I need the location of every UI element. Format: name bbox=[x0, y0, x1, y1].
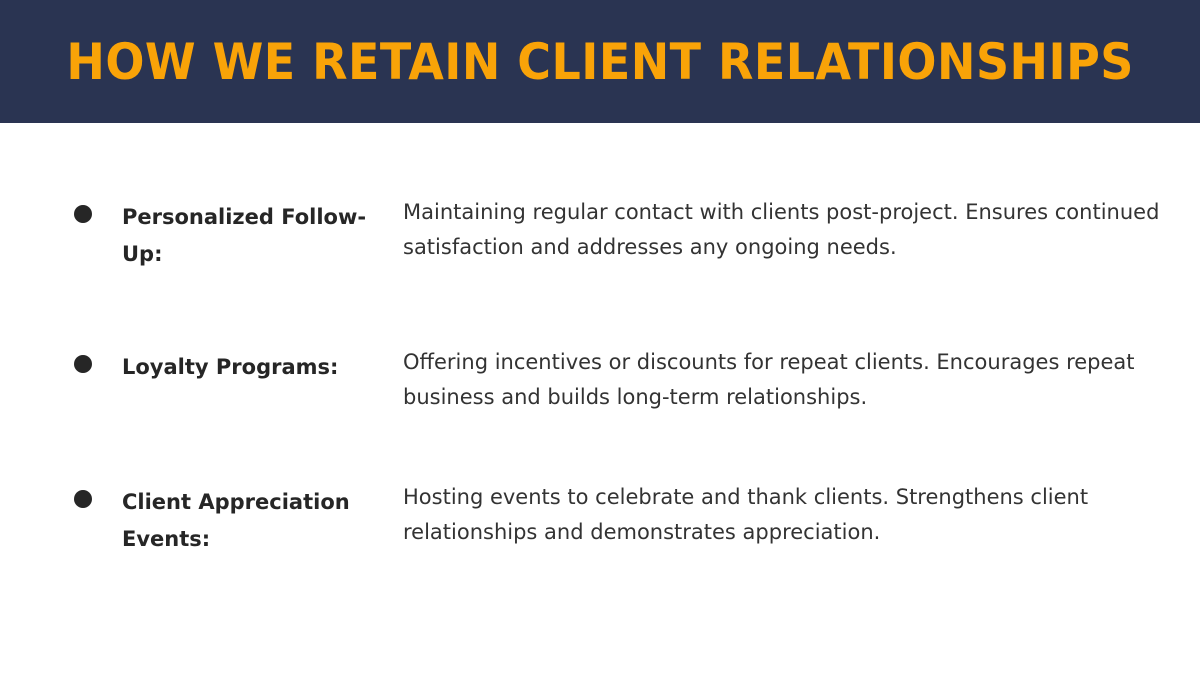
bullet-icon bbox=[74, 205, 92, 223]
item-description: Maintaining regular contact with clients… bbox=[403, 200, 1160, 259]
bullet-icon bbox=[74, 490, 92, 508]
item-term: Loyalty Programs: bbox=[122, 355, 339, 379]
page-title: HOW WE RETAIN CLIENT RELATIONSHIPS bbox=[66, 32, 1134, 91]
header-banner: HOW WE RETAIN CLIENT RELATIONSHIPS bbox=[0, 0, 1200, 123]
item-term: Personalized Follow-Up: bbox=[122, 205, 367, 266]
item-description: Hosting events to celebrate and thank cl… bbox=[403, 485, 1089, 544]
item-description: Offering incentives or discounts for rep… bbox=[403, 350, 1135, 409]
bullet-icon bbox=[74, 355, 92, 373]
item-term: Client Appreciation Events: bbox=[122, 490, 350, 551]
